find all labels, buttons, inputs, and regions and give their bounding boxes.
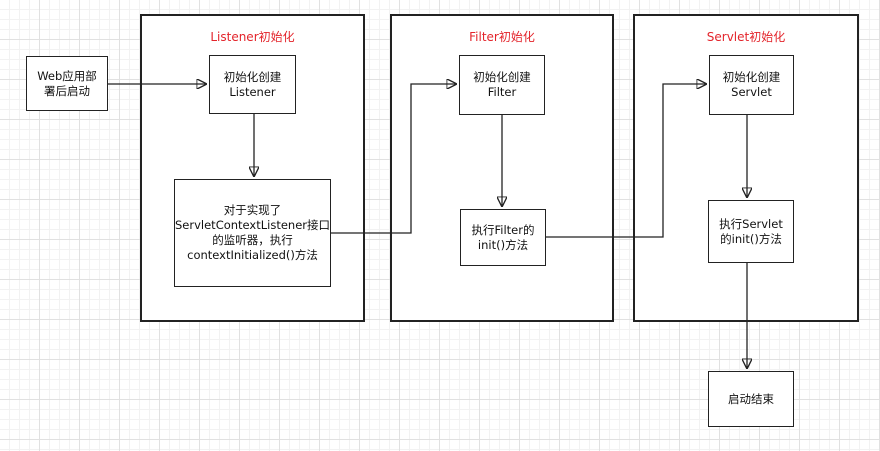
servlet-init-node: 执行Servlet 的init()方法: [708, 200, 794, 263]
create-listener-node: 初始化创建 Listener: [209, 55, 296, 114]
context-initialized-node: 对于实现了 ServletContextListener接口 的监听器，执行 c…: [174, 179, 331, 287]
edge-context-to-filter: [331, 84, 456, 234]
filter-title: Filter初始化: [469, 30, 535, 44]
create-servlet-node: 初始化创建 Servlet: [709, 55, 794, 115]
end-node: 启动结束: [708, 371, 794, 427]
edge-filterinit-to-servlet: [546, 84, 706, 238]
filter-init-node: 执行Filter的 init()方法: [460, 209, 546, 266]
start-node: Web应用部 署后启动: [26, 56, 108, 111]
create-filter-node: 初始化创建 Filter: [459, 55, 545, 115]
listener-title: Listener初始化: [210, 30, 295, 44]
servlet-title: Servlet初始化: [706, 30, 786, 44]
